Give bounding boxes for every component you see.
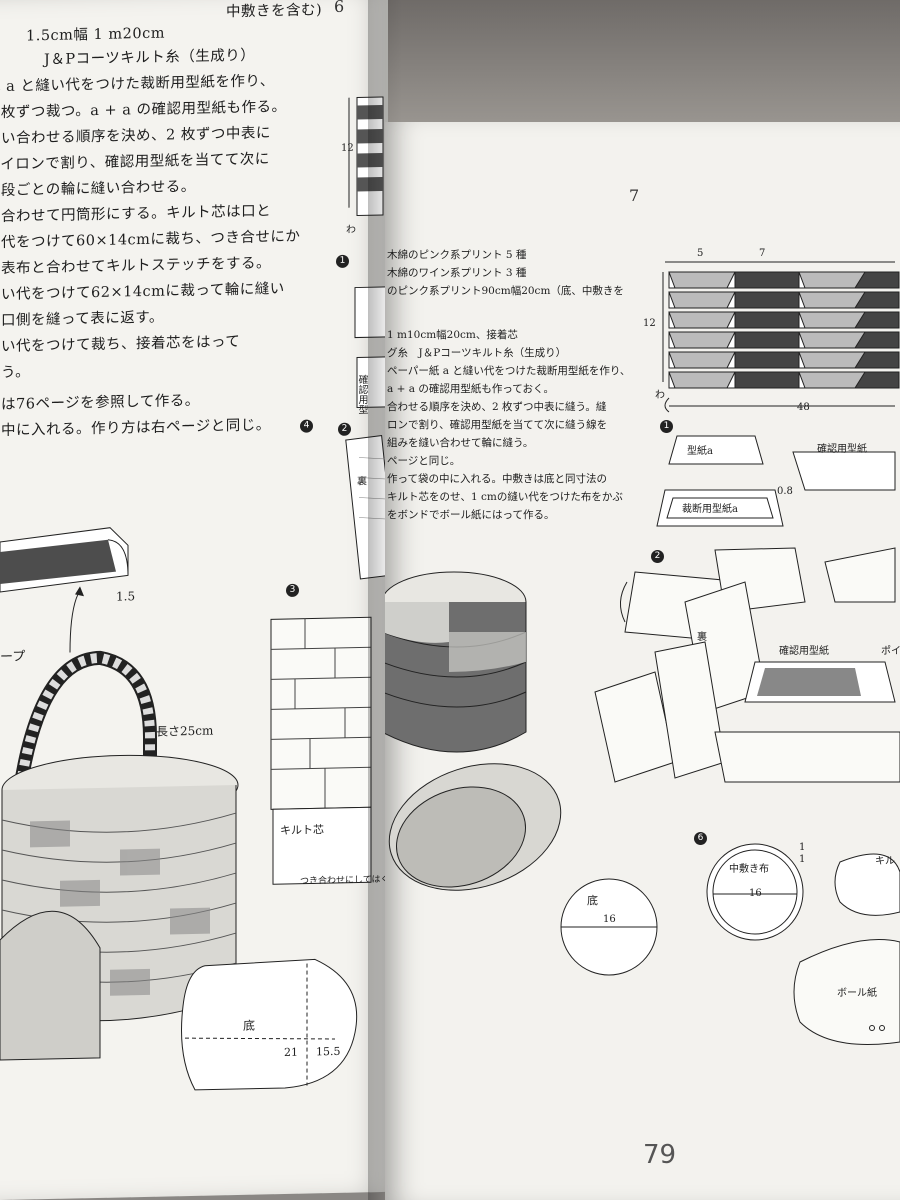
insole-seam: 1 <box>799 854 806 865</box>
pattern-sketch <box>345 286 388 580</box>
text-line: 縫う。 <box>0 364 31 382</box>
base-diameter: 16 <box>603 914 616 925</box>
text-line: 縫い合わせる順序を決め、2 枚ずつ中表に <box>0 125 271 148</box>
text-line: のピンク系プリント90cm幅20cm（底、中敷きを <box>387 285 624 297</box>
text-line: グ糸 J＆Pコーツキルト糸（生成り） <box>387 347 567 359</box>
step-marker: 1 <box>336 254 349 268</box>
batting-label: キル <box>875 856 895 867</box>
page-number: 79 <box>643 1140 677 1170</box>
text-line: 1 m10cm幅20cm、接着芯 <box>387 329 518 341</box>
base-height: 15.5 <box>316 1044 341 1059</box>
strip-layout-diagram <box>662 261 900 413</box>
batting-label: キルト芯 <box>280 823 324 838</box>
step-marker: 1 <box>660 420 673 433</box>
text-line: ロンで割り、確認用型紙を当てて次に縫う線を <box>387 419 608 431</box>
text-line: みは76ページを参照して作る。 <box>0 392 200 414</box>
basket-illustration <box>0 650 239 1061</box>
strip-diagram <box>348 96 384 217</box>
dim-7: 7 <box>759 248 766 259</box>
step-marker: 4 <box>300 419 313 433</box>
text-line: の中に入れる。作り方は右ページと同じ。 <box>0 417 271 440</box>
text-line: アイロンで割り、確認用型紙を当てて次に <box>0 151 270 174</box>
base-label: 底 <box>587 894 598 907</box>
text-line: 縫い代をつけて62×14cmに裁って輪に縫い <box>0 281 285 304</box>
text-line: a + a の確認用型紙も作っておく。 <box>387 383 554 395</box>
text-line: ペーパー紙 a と縫い代をつけた裁断用型紙を作り、 <box>387 365 631 377</box>
text-line: て口側を縫って表に返す。 <box>0 309 164 330</box>
base-circle <box>560 878 658 976</box>
step-marker: 3 <box>286 583 299 598</box>
dim-12: 12 <box>643 318 656 329</box>
text-line: 作って袋の中に入れる。中敷きは底と同寸法の <box>387 473 607 485</box>
step-number: 6 <box>334 0 345 17</box>
insole-diameter: 16 <box>749 888 762 899</box>
handle-length: 長さ25cm <box>156 723 214 739</box>
dim-wa: わ <box>655 390 665 401</box>
arrow <box>69 586 84 653</box>
check-pattern-label: 確認用型紙 <box>817 444 867 455</box>
step-marker: 2 <box>651 550 664 563</box>
text-line: 木綿のワイン系プリント 3 種 <box>387 267 527 279</box>
text-line: キルト芯をのせ、1 cmの縫い代をつけた布をかぶ <box>387 491 623 503</box>
ura-label: 裏 <box>697 632 707 643</box>
insole-label: 中敷き布 <box>729 864 769 875</box>
board-label: ボール紙 <box>837 988 877 999</box>
ura-label: 裏 <box>357 476 367 488</box>
kaku-label: 確認用型 <box>356 374 367 415</box>
text-line: ページと同じ。 <box>387 455 461 467</box>
text-line: 、表布と合わせてキルトステッチをする。 <box>0 255 271 278</box>
text-line: 木綿のピンク系プリント 5 種 <box>387 249 527 261</box>
insole-seam: 1 <box>799 842 806 853</box>
base-width: 21 <box>284 1045 298 1060</box>
right-page: 7 木綿のピンク系プリント 5 種 木綿のワイン系プリント 3 種 のピンク系プ… <box>385 122 900 1200</box>
base-label: 底 <box>243 1018 256 1033</box>
text-line: ぎ合わせて円筒形にする。キルト芯は口と <box>0 203 272 226</box>
text-line: 合わせる順序を決め、2 枚ずつ中表に縫う。縫 <box>387 401 607 413</box>
text-line: 1.5cm幅 1 m20cm <box>26 25 165 45</box>
pattern-a-label: 型紙a <box>687 446 713 457</box>
cut-pattern-label: 裁断用型紙a <box>682 504 738 515</box>
sewing-diagram <box>594 547 900 783</box>
pattern-diagram <box>656 435 896 527</box>
cylinder-illustration <box>270 616 372 885</box>
text-line: い代をつけて60×14cmに裁ち、つき合せにか <box>0 228 301 252</box>
text-line: 6 枚ずつ裁つ。a + a の確認用型紙も作る。 <box>0 98 287 122</box>
step-number: 7 <box>629 186 640 205</box>
text-line: J＆Pコーツキルト糸（生成り） <box>44 47 256 69</box>
text-line: 紙 a と縫い代をつけた裁断用型紙を作り、 <box>0 73 275 96</box>
base-pattern <box>181 958 358 1091</box>
tape-width: 1.5 <box>116 589 136 604</box>
text-line: をボンドでボール紙にはって作る。 <box>387 509 555 521</box>
bowl-illustration <box>385 571 562 891</box>
step-marker: 6 <box>694 832 707 845</box>
text-line: 1 段ごとの輪に縫い合わせる。 <box>0 178 196 200</box>
text-line: 縫い代をつけて裁ち、接着芯をはって <box>0 333 241 356</box>
text-line: 中敷きを含む) <box>226 2 323 21</box>
point-label: ポイ <box>881 646 900 657</box>
dim-5: 5 <box>697 248 704 259</box>
check-pattern-2-label: 確認用型紙 <box>779 646 829 657</box>
dim-48: 48 <box>797 402 810 413</box>
text-line: 組みを縫い合わせて輪に縫う。 <box>387 437 534 449</box>
seam-label: 0.8 <box>777 486 793 497</box>
dim-label: 12 <box>341 142 354 154</box>
left-page: 6 中敷きを含む) 1.5cm幅 1 m20cm J＆Pコーツキルト糸（生成り）… <box>0 0 388 1200</box>
tape-illustration <box>0 527 129 593</box>
insole-diagram <box>706 843 900 1045</box>
dim-label: わ <box>346 224 356 236</box>
